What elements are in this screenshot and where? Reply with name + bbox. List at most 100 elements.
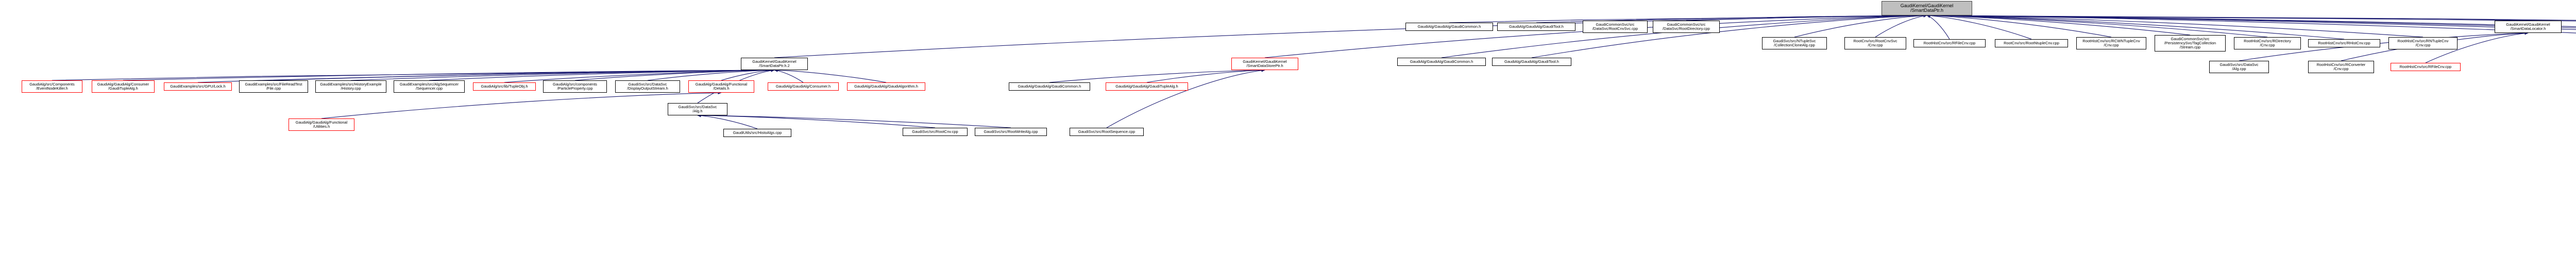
node-label: GaudiUtils/src/HistoAlgs.cpp <box>733 130 782 135</box>
graph-edge <box>1146 69 1265 83</box>
graph-node[interactable]: RootHistCnv/src/RFileCnv.cpp <box>2391 63 2461 71</box>
graph-node[interactable]: GaudiSvc/src/RootWriteAlg.cpp <box>975 128 1047 136</box>
graph-node[interactable]: GaudiAlg/GaudiAlg/GaudiTool.h <box>1492 58 1571 66</box>
node-label: RootHistCnv/src/RFileCnv.cpp <box>1923 41 1976 46</box>
graph-edge <box>721 69 775 81</box>
graph-node[interactable]: GaudiCommonSvc/src /DataSvc/RootDirector… <box>1653 21 1720 33</box>
graph-edge <box>429 69 775 81</box>
graph-node[interactable]: GaudiAlg/GaudiAlg/Functional /Utilities.… <box>289 118 354 131</box>
node-label: GaudiKernel/GaudiKernel /SmartDataPtr.h <box>1900 3 1954 13</box>
node-label: GaudiSvc/src/DataSvc /Alg.cpp <box>2219 62 2259 71</box>
graph-edge <box>1926 14 2424 38</box>
node-label: GaudiSvc/src/DataSvc /Alg.h <box>678 105 717 113</box>
graph-edge <box>1926 14 2032 40</box>
node-label: GaudiSvc/src/RootCnv.cpp <box>912 129 958 134</box>
graph-node[interactable]: GaudiAlg/GaudiAlg/GaudiCommon.h <box>1397 58 1486 66</box>
graph-node[interactable]: GaudiAlg/src/Components /EventNodeKiller… <box>22 80 82 93</box>
graph-node[interactable]: GaudiExamples/src/GPU/Lock.h <box>164 82 232 91</box>
node-label: GaudiAlg/GaudiAlg/GaudiCommon.h <box>1417 24 1481 29</box>
graph-node[interactable]: GaudiKernel/GaudiKernel /SmartDataLocato… <box>2495 21 2562 33</box>
graph-edge <box>1106 69 1265 128</box>
graph-node[interactable]: GaudiAlg/src/components /ParticlePropert… <box>543 80 607 93</box>
graph-edge <box>1926 15 1950 40</box>
graph-node[interactable]: GaudiAlg/GaudiAlg/Functional /Details.h <box>688 80 754 93</box>
node-label: GaudiAlg/GaudiAlg/Functional /Utilities.… <box>295 120 348 129</box>
graph-node[interactable]: GaudiExamples/src/FileReadTest /File.cpp <box>239 80 308 93</box>
node-label: RootHistCnv/src/RConverter /Cnv.cpp <box>2316 62 2366 71</box>
graph-node[interactable]: GaudiSvc/src/RootSequence.cpp <box>1070 128 1144 136</box>
node-label: GaudiCommonSvc/src /PersistencySvc/TagCo… <box>2164 37 2216 49</box>
graph-edge <box>52 69 775 81</box>
graph-edge <box>1926 14 2576 30</box>
node-label: RootHistCnv/src/RCWNTupleCnv /Cnv.cpp <box>2082 39 2140 47</box>
graph-edge <box>1926 14 2112 38</box>
node-label: GaudiAlg/GaudiAlg/GaudiCommon.h <box>1410 59 1473 64</box>
node-label: GaudiExamples/src/FileReadTest /File.cpp <box>245 82 302 91</box>
graph-node[interactable]: RootCnv/src/RootCnvSvc /Cnv.cpp <box>1844 37 1906 49</box>
graph-node[interactable]: GaudiSvc/src/DataSvc /Alg.h <box>668 103 727 115</box>
graph-root-node[interactable]: GaudiKernel/GaudiKernel /SmartDataPtr.h <box>1882 1 1972 15</box>
graph-node[interactable]: GaudiSvc/src/DataSvc /DisplayOutputStrea… <box>615 80 680 93</box>
graph-node[interactable]: GaudiAlg/GaudiAlg/GaudiAlgorithm.h <box>847 82 925 91</box>
graph-node[interactable]: RootHistCnv/src/RNTupleCnv /Cnv.cpp <box>2388 37 2458 49</box>
graph-edge <box>1926 14 2345 40</box>
graph-edge <box>273 69 775 81</box>
node-label: RootHistCnv/src/RHistCnv.cpp <box>2318 41 2370 46</box>
node-label: GaudiAlg/src/Components /EventNodeKiller… <box>29 82 75 91</box>
node-label: GaudiAlg/GaudiAlg/GaudiAlgorithm.h <box>854 84 918 89</box>
graph-node[interactable]: GaudiAlg/GaudiAlg/GaudiTool.h <box>1497 23 1575 31</box>
node-label: GaudiAlg/GaudiAlg/GaudiTool.h <box>1509 24 1564 29</box>
graph-edge <box>697 114 1011 128</box>
node-label: GaudiAlg/GaudiAlg/Consumer.h <box>775 84 831 89</box>
graph-node[interactable]: GaudiSvc/src/DataSvc /Alg.cpp <box>2209 61 2269 73</box>
graph-node[interactable]: GaudiAlg/GaudiAlg/GaudiCommon.h <box>1009 82 1090 91</box>
node-label: GaudiExamples/src/HistoryExample /Histor… <box>320 82 382 91</box>
node-label: GaudiAlg/GaudiAlg/Consumer /GaudiTupleAl… <box>97 82 149 91</box>
graph-edge <box>321 91 722 119</box>
node-label: GaudiAlg/GaudiAlg/Functional /Details.h <box>695 82 748 91</box>
graph-edge <box>774 14 1927 58</box>
graph-edge <box>123 69 775 81</box>
graph-node[interactable]: RootHistCnv/src/RDirectory /Cnv.cpp <box>2234 37 2301 49</box>
node-label: GaudiKernel/GaudiKernel /SmartDataLocato… <box>2506 22 2550 31</box>
graph-node[interactable]: GaudiUtils/src/HistoAlgs.cpp <box>723 129 791 137</box>
node-label: GaudiSvc/src/RootWriteAlg.cpp <box>984 129 1038 134</box>
node-label: GaudiSvc/src/DataSvc /DisplayOutputStrea… <box>627 82 668 91</box>
graph-node[interactable]: GaudiAlg/src/lib/TupleObj.h <box>473 82 536 91</box>
graph-edge <box>774 69 887 83</box>
graph-edge <box>350 69 775 81</box>
graph-node[interactable]: GaudiExamples/src/HistoryExample /Histor… <box>315 80 386 93</box>
graph-node[interactable]: GaudiExamples/src/AlgSequencer /Sequence… <box>394 80 465 93</box>
graph-node[interactable]: GaudiSvc/src/RootCnv.cpp <box>903 128 968 136</box>
node-label: GaudiCommonSvc/src /DataSvc/RootCnvSvc.c… <box>1592 22 1638 31</box>
graph-node[interactable]: GaudiCommonSvc/src /PersistencySvc/TagCo… <box>2155 35 2226 52</box>
graph-node[interactable]: RootCnv/src/RootNtupleCnv.cpp <box>1995 39 2068 47</box>
graph-node[interactable]: GaudiSvc/src/NTupleSvc /CollectionCloneA… <box>1762 37 1827 49</box>
node-label: GaudiAlg/GaudiAlg/GaudiTupleAlg.h <box>1115 84 1178 89</box>
graph-edge <box>1926 14 2191 36</box>
graph-node[interactable]: GaudiAlg/GaudiAlg/GaudiTupleAlg.h <box>1106 82 1188 91</box>
graph-edge <box>1049 69 1265 83</box>
graph-node[interactable]: GaudiAlg/GaudiAlg/GaudiCommon.h <box>1405 23 1493 31</box>
graph-edge <box>1875 14 1927 38</box>
graph-node[interactable]: GaudiKernel/GaudiKernel /SmartDataStoreP… <box>1231 58 1298 70</box>
node-label: GaudiAlg/GaudiAlg/GaudiTool.h <box>1504 59 1559 64</box>
graph-edge <box>697 114 758 129</box>
graph-edge <box>1926 14 2529 21</box>
graph-node[interactable]: GaudiAlg/GaudiAlg/Consumer /GaudiTupleAl… <box>92 80 155 93</box>
graph-edge <box>647 69 775 81</box>
graph-node[interactable]: GaudiAlg/GaudiAlg/Consumer.h <box>768 82 839 91</box>
node-label: GaudiAlg/src/components /ParticlePropert… <box>553 82 597 91</box>
graph-edge <box>1615 14 1927 21</box>
graph-edge <box>1926 14 2576 22</box>
graph-node[interactable]: RootHistCnv/src/RFileCnv.cpp <box>1913 39 1986 47</box>
node-label: GaudiKernel/GaudiKernel /SmartDataPtr.h.… <box>752 59 796 68</box>
graph-node[interactable]: RootHistCnv/src/RHistCnv.cpp <box>2308 39 2380 47</box>
graph-node[interactable]: GaudiKernel/GaudiKernel /SmartDataPtr.h.… <box>741 58 808 70</box>
graph-node[interactable]: GaudiCommonSvc/src /DataSvc/RootCnvSvc.c… <box>1583 21 1648 33</box>
graph-node[interactable]: RootHistCnv/src/RCWNTupleCnv /Cnv.cpp <box>2076 37 2146 49</box>
graph-edge <box>1794 14 1927 38</box>
graph-edge <box>1686 14 1927 21</box>
graph-node[interactable]: RootHistCnv/src/RConverter /Cnv.cpp <box>2308 61 2374 73</box>
